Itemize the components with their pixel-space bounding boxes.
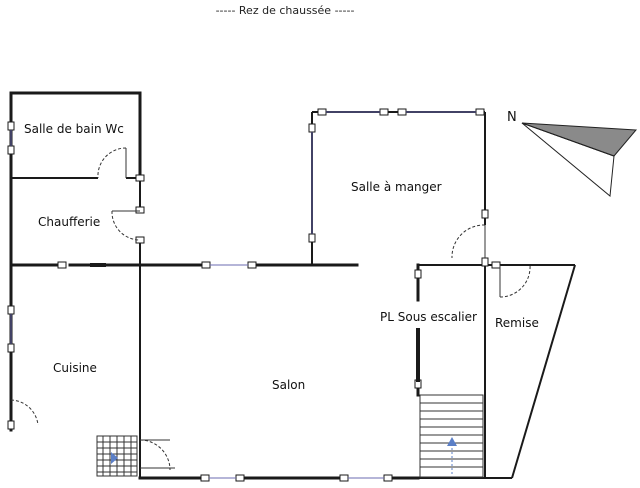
windows: [7, 108, 501, 482]
stair-arrow-icon: [111, 452, 118, 464]
room-label-chaufferie: Chaufferie: [38, 215, 100, 229]
stairs-cuisine: [96, 435, 138, 477]
stair-arrow-icon: [447, 437, 457, 446]
room-labels: Salle de bain Wc Chaufferie Cuisine Salo…: [24, 122, 539, 392]
north-compass: N: [507, 110, 638, 197]
room-label-salon: Salon: [272, 378, 305, 392]
room-label-salle-de-bain: Salle de bain Wc: [24, 122, 124, 136]
room-label-cuisine: Cuisine: [53, 361, 97, 375]
room-label-remise: Remise: [495, 316, 539, 330]
plan-title: ----- Rez de chaussée -----: [216, 4, 355, 17]
room-label-salle-a-manger: Salle à manger: [351, 180, 442, 194]
walls: [9, 91, 576, 480]
doors: [10, 147, 531, 471]
stairs-main: [419, 394, 484, 478]
room-label-sous-escalier: PL Sous escalier: [380, 310, 477, 324]
north-label: N: [507, 110, 517, 125]
